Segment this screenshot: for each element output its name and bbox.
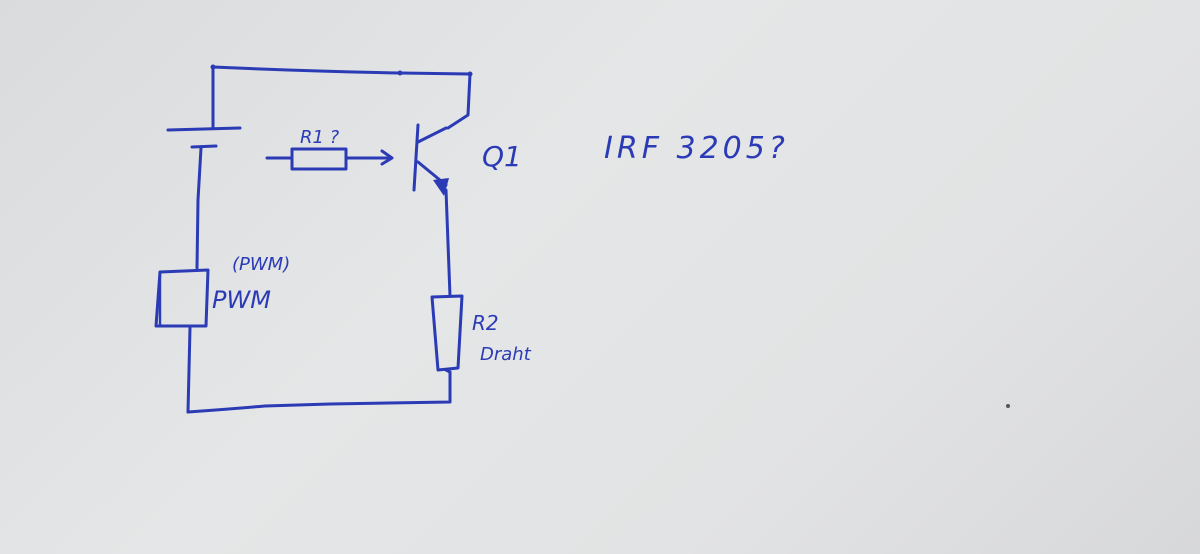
q1-label: Q1: [482, 140, 522, 173]
r2-label: R2: [472, 311, 499, 335]
r1-label: R1 ?: [300, 127, 340, 148]
r2-resistor: [430, 294, 464, 374]
emitter-wire: [444, 188, 452, 298]
pwm-paren-label: (PWM): [232, 254, 290, 275]
battery-symbol: [166, 126, 242, 149]
r2-sublabel: Draht: [480, 344, 532, 365]
transistor-q1: [412, 123, 449, 196]
left-wire-upper: [195, 146, 203, 270]
part-number-label: IRF 3205?: [604, 131, 789, 166]
left-wire-lower: [186, 326, 192, 414]
paper-dot: [1006, 404, 1010, 408]
top-wire: [211, 65, 472, 130]
bottom-wire: [186, 370, 452, 414]
pwm-label: PWM: [212, 286, 271, 314]
r1-resistor: [265, 147, 394, 171]
pwm-box: [154, 268, 210, 328]
